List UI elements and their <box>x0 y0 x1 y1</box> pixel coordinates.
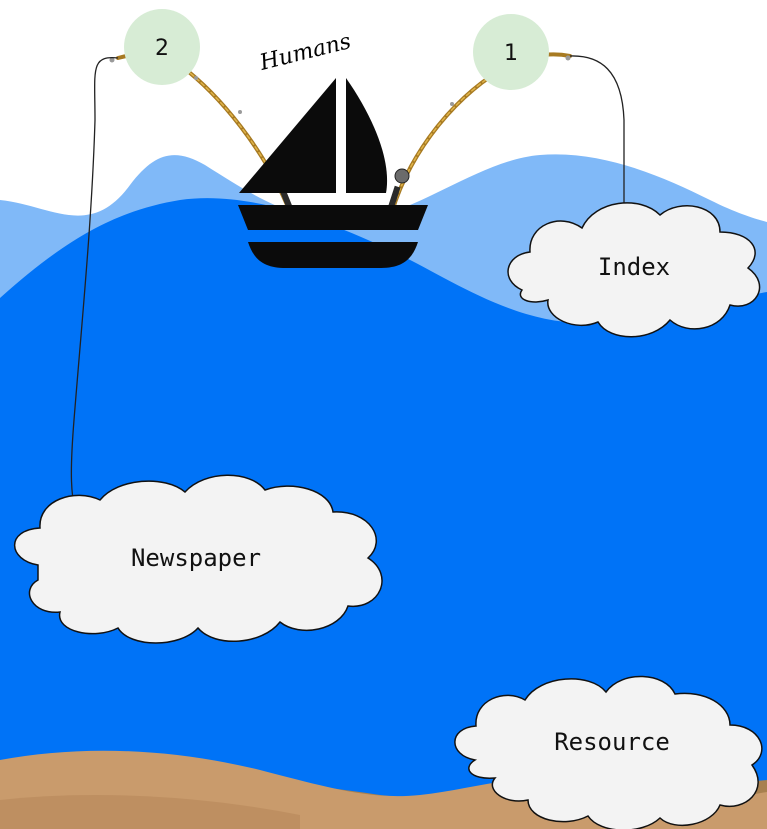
sea <box>0 198 767 829</box>
cloud-index: Index <box>507 202 761 338</box>
svg-text:1: 1 <box>504 41 518 66</box>
badge-2: 2 <box>124 9 200 85</box>
sand-shadow <box>0 795 300 829</box>
cloud-resource: Resource <box>454 675 763 829</box>
cloud-newspaper: Newspaper <box>13 474 383 644</box>
line-to-index <box>569 55 624 220</box>
cloud-resource-label: Resource <box>554 728 670 756</box>
cloud-index-label: Index <box>598 253 670 281</box>
cloud-newspaper-label: Newspaper <box>131 544 261 572</box>
badge-1: 1 <box>473 14 549 90</box>
line-to-newspaper <box>70 57 119 518</box>
svg-text:2: 2 <box>155 36 169 61</box>
sailboat-icon <box>238 78 428 268</box>
